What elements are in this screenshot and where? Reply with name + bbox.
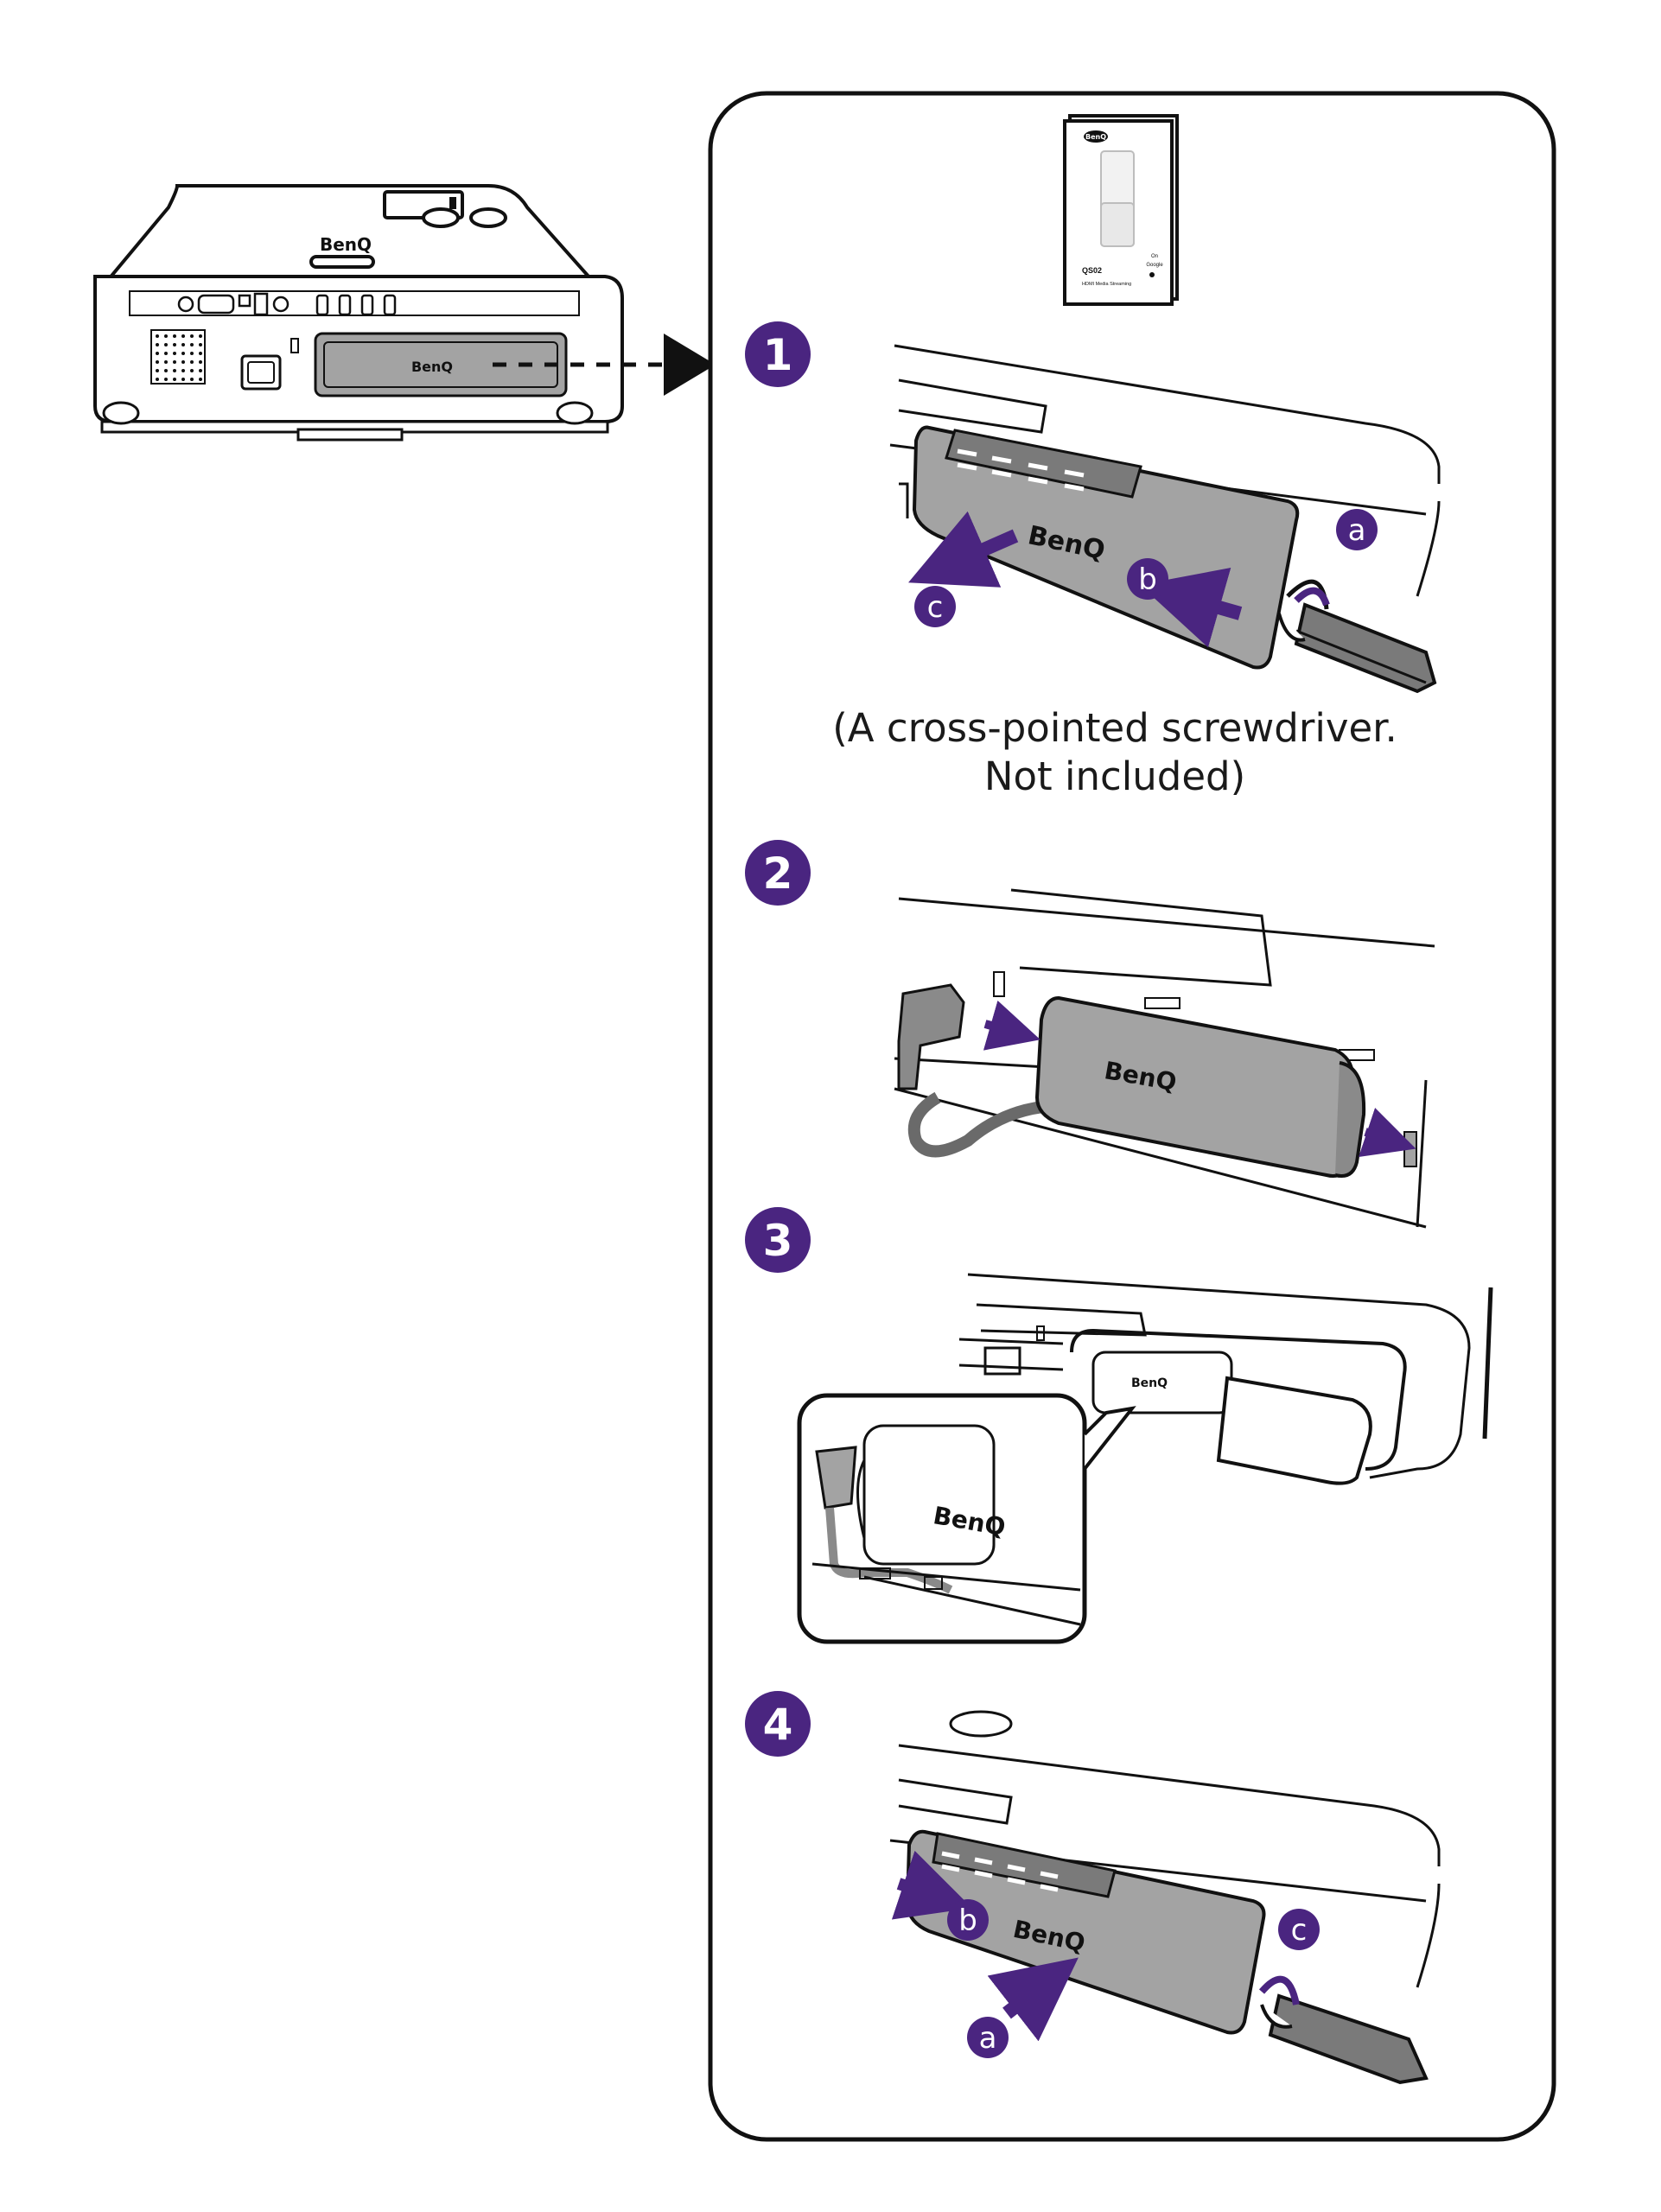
step-4-cover <box>905 1829 1266 2035</box>
step-4-label-c: c <box>1291 1913 1308 1948</box>
step-4-label-a-badge <box>967 2017 1009 2058</box>
grille-dot <box>190 352 194 355</box>
grille-dot <box>173 343 176 346</box>
step-1-arrow-a <box>1294 587 1330 607</box>
grille-dot <box>190 369 194 372</box>
step-2-illustration: BenQ <box>894 888 1435 1229</box>
step-4-arrow-a <box>987 1957 1079 2042</box>
grille-dot <box>164 352 168 355</box>
projector-illustration: BenQ BenQ <box>93 184 624 442</box>
step-1-badge <box>745 321 811 387</box>
package-logo: BenQ <box>1085 133 1106 141</box>
grille-dot <box>156 343 159 346</box>
step-2: 2 BenQ <box>745 840 1435 1229</box>
package-model: QS02 <box>1082 266 1102 275</box>
grille-dot <box>199 369 202 372</box>
grille-dot <box>164 369 168 372</box>
step-1-label-b-badge <box>1127 558 1168 600</box>
step-2-dongle <box>1034 995 1355 1178</box>
module-cover-logo: BenQ <box>411 359 453 375</box>
step-1-label-b: b <box>1138 563 1157 597</box>
step-3-dongle-logo: BenQ <box>1131 1376 1168 1390</box>
grille-dot <box>173 352 176 355</box>
step-1-label-a: a <box>1348 513 1366 548</box>
grille-dot <box>181 360 185 364</box>
grille-dot <box>181 369 185 372</box>
step-3-badge <box>745 1207 811 1273</box>
grille-dot <box>156 369 159 372</box>
grille-dot <box>156 360 159 364</box>
step-1: 1 BenQ <box>745 321 1441 694</box>
step-2-arrow-right <box>1359 1108 1416 1157</box>
grille-dot <box>199 352 202 355</box>
step-4-number: 4 <box>763 1700 793 1750</box>
projector-module-cover <box>314 332 568 397</box>
grille-dot <box>199 334 202 338</box>
step-1-illustration: BenQ <box>889 344 1441 694</box>
step-2-badge <box>745 840 811 906</box>
grille-dot <box>199 378 202 381</box>
grille-dot <box>190 360 194 364</box>
grille-dot <box>156 352 159 355</box>
grille-dot <box>156 378 159 381</box>
grille-dot <box>190 378 194 381</box>
step-3: 3 BenQ BenQ <box>745 1207 1493 1644</box>
step-3-illustration: BenQ BenQ <box>797 1273 1493 1644</box>
grille-dot <box>199 343 202 346</box>
grille-dot <box>164 378 168 381</box>
step-1-label-c-badge <box>914 586 956 627</box>
step-2-arrow-left <box>983 1000 1041 1051</box>
package-badge-on: On <box>1151 254 1158 259</box>
grille-dot <box>173 378 176 381</box>
speaker-grille <box>156 334 202 381</box>
step-2-number: 2 <box>763 849 793 899</box>
grille-dot <box>181 352 185 355</box>
step-3-number: 3 <box>763 1216 793 1266</box>
step-4-label-a: a <box>979 2021 997 2056</box>
step-4-label-b: b <box>958 1904 977 1938</box>
grille-dot <box>199 360 202 364</box>
grille-dot <box>173 369 176 372</box>
projector-logo: BenQ <box>320 234 372 255</box>
step-1-vents <box>957 448 1085 492</box>
step-1-number: 1 <box>763 330 793 380</box>
step-4-badge <box>745 1691 811 1757</box>
step-4-label-b-badge <box>947 1899 989 1941</box>
screwdriver-note-line-1: (A cross-pointed screwdriver. <box>832 705 1397 751</box>
package-subtitle: HDMI Media Streaming <box>1082 282 1131 287</box>
package-badge-google: Google <box>1146 263 1163 268</box>
grille-dot <box>181 378 185 381</box>
step-4-label-c-badge <box>1278 1909 1320 1950</box>
step-4-illustration: BenQ <box>889 1710 1441 2085</box>
grille-dot <box>164 334 168 338</box>
product-package: BenQ QS02 HDMI Media Streaming On Google <box>1063 114 1179 306</box>
screwdriver-note-line-2: Not included) <box>983 753 1246 799</box>
step-1-arrow-b <box>1139 568 1243 648</box>
grille-dot <box>173 360 176 364</box>
screwdriver-note: (A cross-pointed screwdriver. Not includ… <box>778 704 1452 801</box>
step-1-arrow-c <box>908 511 1019 588</box>
grille-dot <box>156 334 159 338</box>
pointer-arrow <box>493 334 716 396</box>
grille-dot <box>181 334 185 338</box>
grille-dot <box>181 343 185 346</box>
grille-dot <box>173 334 176 338</box>
step-4: 4 BenQ <box>745 1691 1441 2085</box>
grille-dot <box>190 334 194 338</box>
grille-dot <box>164 343 168 346</box>
grille-dot <box>164 360 168 364</box>
step-1-label-a-badge <box>1336 509 1378 550</box>
grille-dot <box>190 343 194 346</box>
step-4-arrow-b <box>891 1850 972 1920</box>
step-1-label-c: c <box>927 590 944 625</box>
